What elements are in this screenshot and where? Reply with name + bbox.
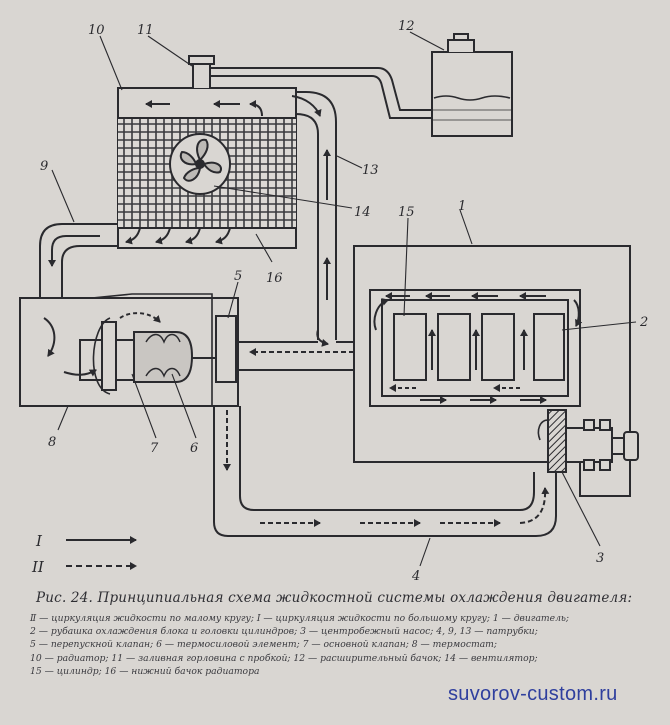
legend-arrows <box>66 536 137 570</box>
return-hose <box>213 406 557 537</box>
thermostat-flow-arrows <box>43 312 161 377</box>
bypass-valve <box>215 315 237 383</box>
label-14: 14 <box>354 205 371 220</box>
label-4: 4 <box>411 569 420 584</box>
label-9: 9 <box>40 159 48 174</box>
radiator-lower-tank-arrows <box>125 227 231 245</box>
engine-jacket-arrows <box>373 292 583 404</box>
label-10: 10 <box>88 23 105 38</box>
radiator-filler-neck <box>188 55 215 88</box>
thermostat <box>19 293 239 407</box>
figure-legend: Ⅱ — циркуляция жидкости по малому кругу;… <box>30 612 650 678</box>
expansion-tank <box>431 33 513 137</box>
figure-caption: Рис. 24. Принципиальная схема жидкостной… <box>36 590 633 606</box>
legend-line: 10 — радиатор; 11 — заливная горловина с… <box>30 652 538 664</box>
legend-line: 2 — рубашка охлаждения блока и головки ц… <box>30 626 538 638</box>
legend-mark-dashed: II <box>31 558 45 576</box>
leader-lines <box>51 31 637 567</box>
label-12: 12 <box>398 19 415 34</box>
label-1: 1 <box>458 199 466 214</box>
watermark: suvorov-custom.ru <box>448 683 618 705</box>
engine-outlet-pipe <box>238 329 370 371</box>
legend-line: 15 — цилиндр; 16 — нижний бачок радиатор… <box>30 665 260 677</box>
water-pump <box>537 409 639 473</box>
label-7: 7 <box>150 441 159 456</box>
part-number-labels: 10 11 12 13 14 15 1 2 5 16 9 8 7 6 3 4 <box>40 19 648 584</box>
radiator-upper-tank-arrows <box>145 100 263 117</box>
label-8: 8 <box>48 435 56 450</box>
label-2: 2 <box>639 315 648 330</box>
label-3: 3 <box>596 551 604 566</box>
legend-mark-solid: I <box>35 532 43 550</box>
legend-line: Ⅱ — циркуляция жидкости по малому кругу;… <box>30 613 570 624</box>
label-5: 5 <box>234 269 242 284</box>
lower-radiator-hose <box>39 223 118 298</box>
label-11: 11 <box>137 23 154 38</box>
cylinders <box>393 313 565 381</box>
label-6: 6 <box>190 441 198 456</box>
expansion-tank-hose <box>210 67 432 119</box>
fan-icon <box>169 133 231 195</box>
label-16: 16 <box>266 271 283 286</box>
legend-line: 5 — перепускной клапан; 6 — термосиловой… <box>30 639 497 651</box>
label-13: 13 <box>362 163 379 178</box>
label-15: 15 <box>398 205 415 220</box>
upper-radiator-hose <box>291 91 337 340</box>
legend-marks: I II <box>31 532 45 576</box>
